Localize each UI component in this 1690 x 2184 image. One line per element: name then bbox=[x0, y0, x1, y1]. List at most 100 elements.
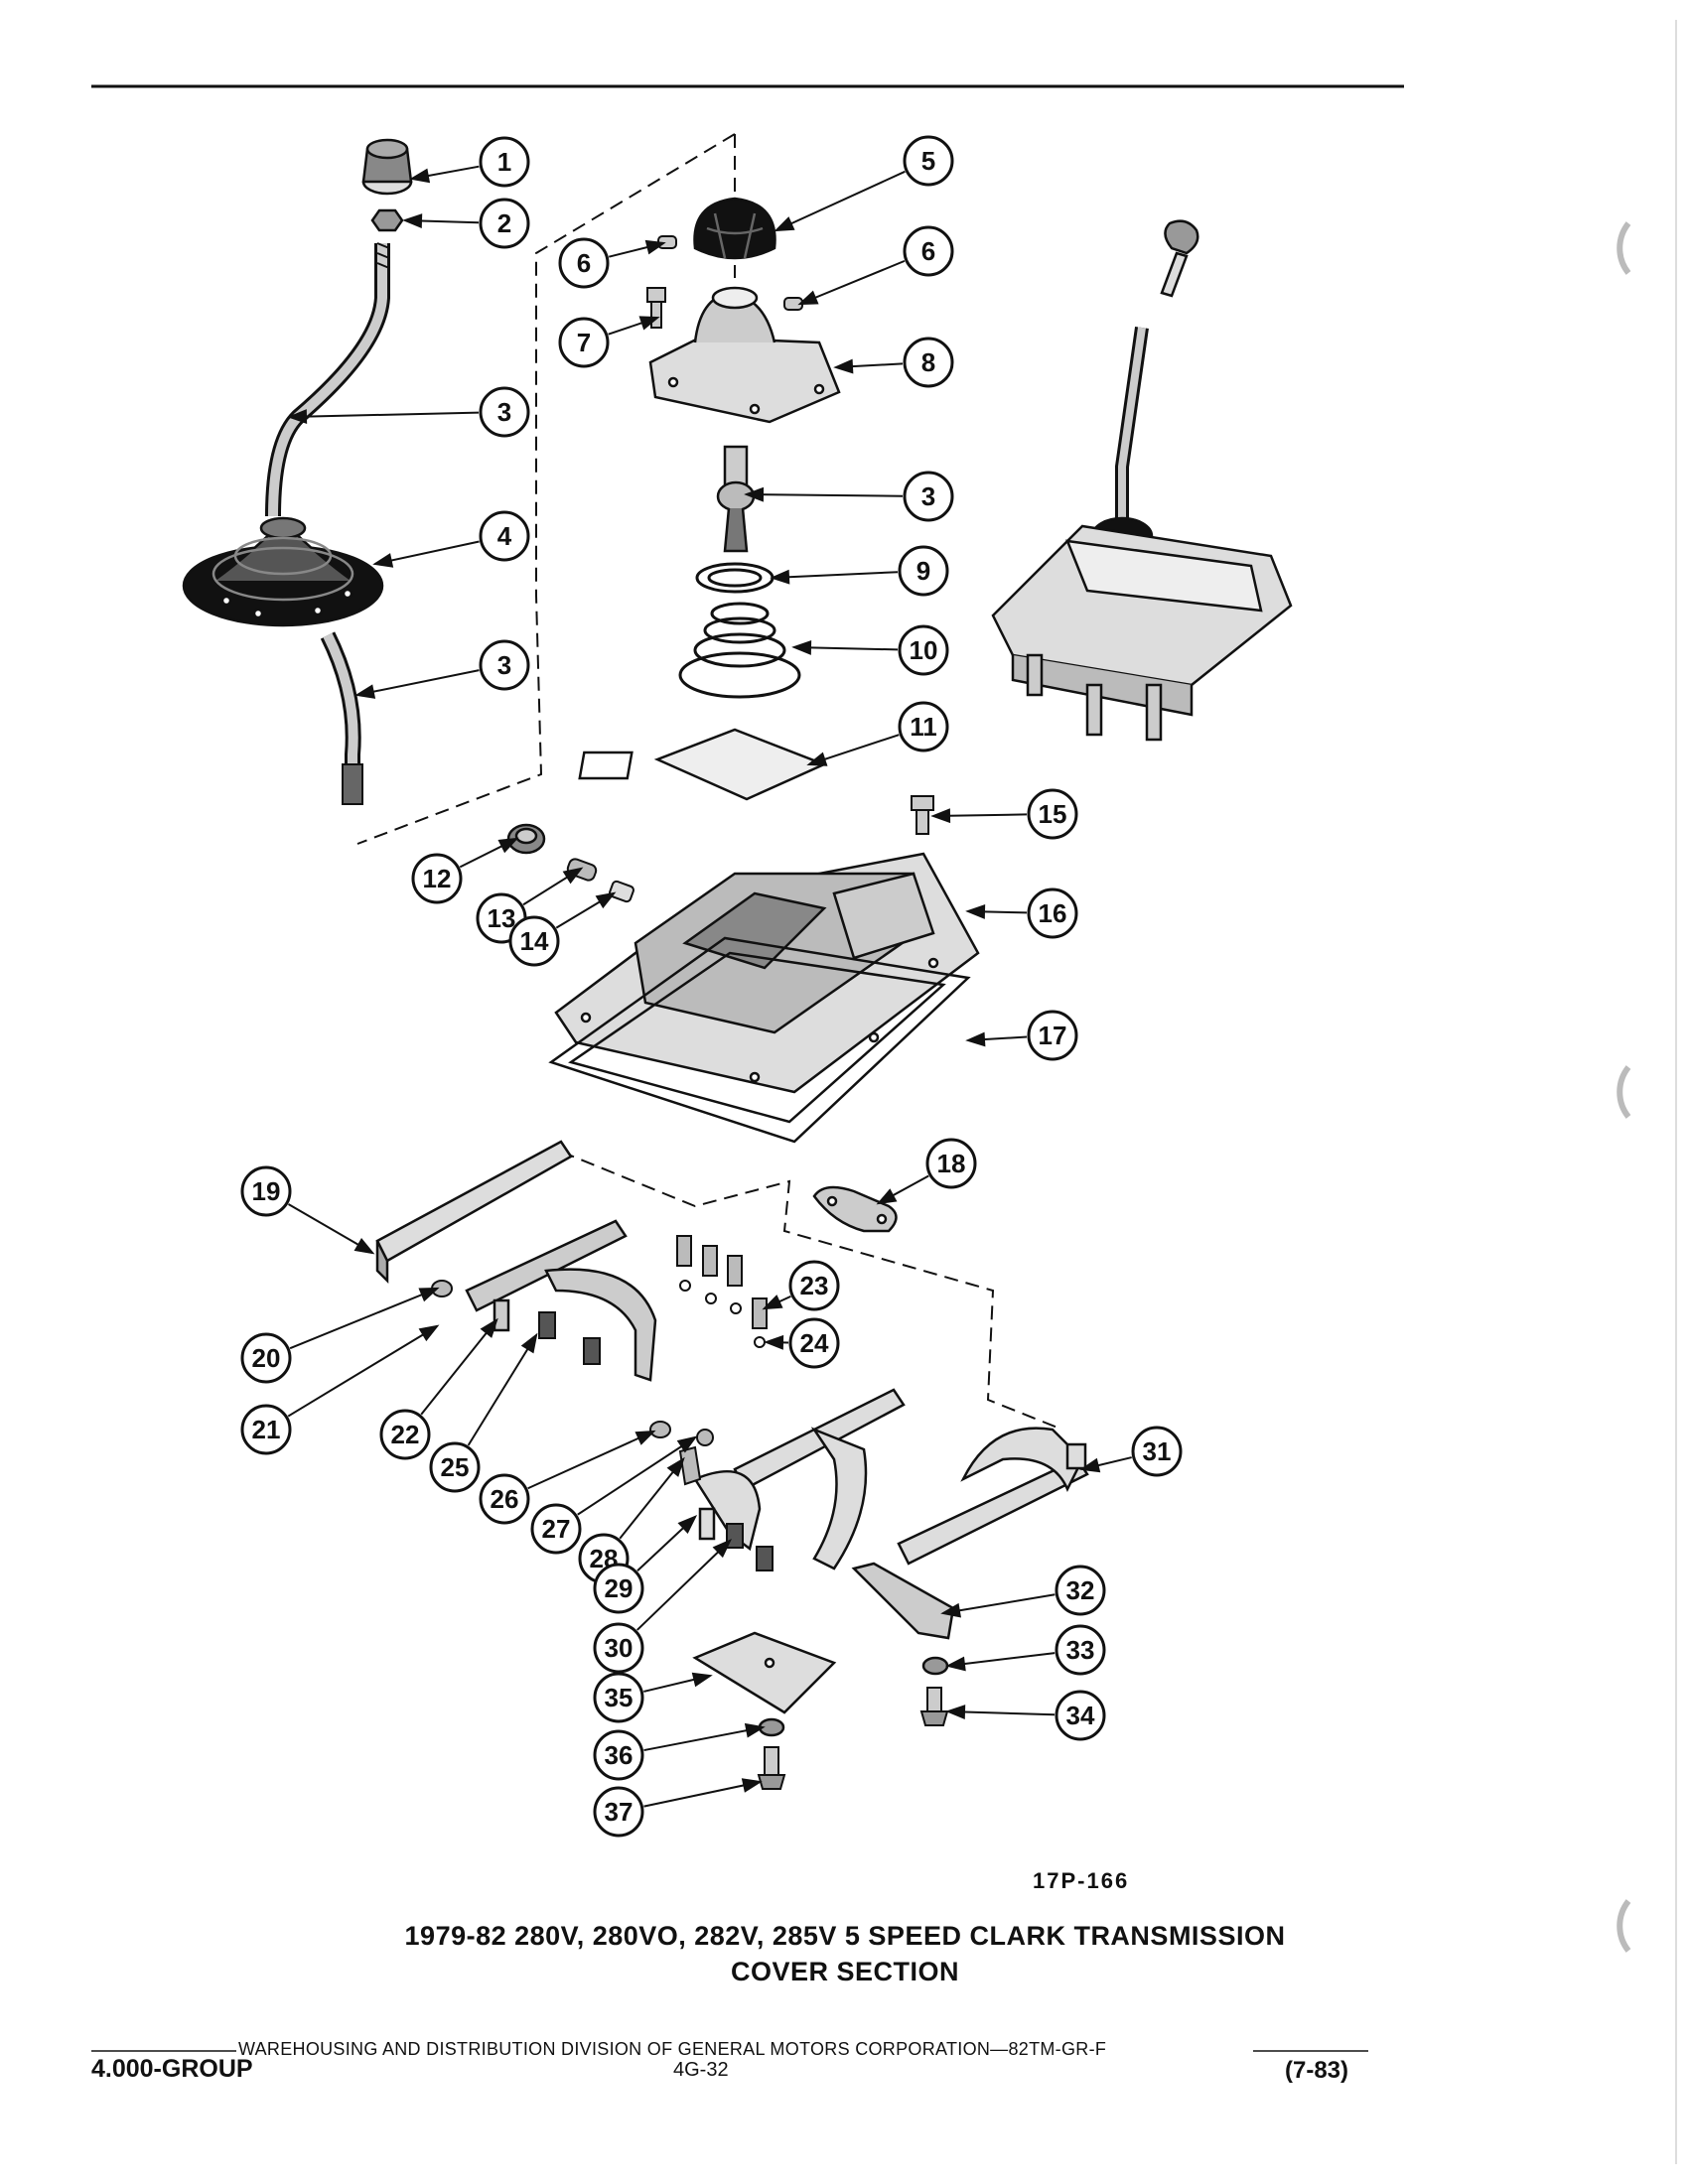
callout-number: 21 bbox=[252, 1415, 281, 1444]
leader-arrowhead bbox=[354, 684, 376, 699]
callout-30: 30 bbox=[593, 1622, 644, 1674]
leader-line bbox=[420, 1319, 497, 1416]
callout-number: 26 bbox=[491, 1484, 519, 1514]
assembled-view-part bbox=[991, 219, 1293, 742]
leader-arrowhead bbox=[833, 358, 854, 374]
binder-holes bbox=[1617, 221, 1631, 1953]
leader-arrowhead bbox=[644, 239, 666, 255]
leader-line bbox=[527, 1431, 654, 1490]
callout-32: 32 bbox=[1055, 1565, 1106, 1616]
callout-circle bbox=[479, 386, 530, 438]
callout-circle bbox=[788, 1317, 840, 1369]
leader-arrowhead bbox=[712, 1539, 733, 1559]
callout-5: 5 bbox=[903, 135, 954, 187]
leader-arrowhead bbox=[965, 903, 986, 919]
shift-lever-lower-part bbox=[320, 631, 363, 805]
callout-circle bbox=[508, 915, 560, 967]
callout-circle bbox=[593, 1672, 644, 1723]
callout-number: 37 bbox=[605, 1797, 634, 1827]
callout-number: 6 bbox=[577, 248, 591, 278]
leader-line bbox=[746, 493, 904, 497]
callout-number: 22 bbox=[391, 1420, 420, 1449]
leader-line bbox=[942, 1593, 1056, 1614]
rubber-boot-part bbox=[182, 516, 384, 627]
callout-21: 21 bbox=[240, 1404, 292, 1455]
leader-arrowhead bbox=[418, 1324, 440, 1342]
bracket-35-part bbox=[692, 1631, 837, 1714]
leader-line bbox=[947, 1710, 1056, 1716]
callout-3: 3 bbox=[479, 386, 530, 438]
leader-line bbox=[577, 1436, 696, 1516]
callout-34: 34 bbox=[1055, 1690, 1106, 1741]
leader-arrowhead bbox=[691, 1672, 713, 1688]
leader-arrowhead bbox=[876, 1188, 898, 1205]
callout-number: 27 bbox=[542, 1514, 571, 1544]
callout-8: 8 bbox=[903, 337, 954, 388]
shift-knob-part bbox=[361, 138, 413, 196]
leader-arrowhead bbox=[676, 1435, 698, 1453]
shift-plate-18-part bbox=[812, 1185, 898, 1233]
leader-arrowhead bbox=[562, 867, 584, 885]
callout-6: 6 bbox=[558, 237, 610, 289]
callout-18: 18 bbox=[925, 1138, 977, 1189]
jam-nut-part bbox=[370, 208, 404, 232]
leader-arrowhead bbox=[497, 837, 519, 854]
callout-17: 17 bbox=[1027, 1010, 1078, 1061]
callout-circle bbox=[558, 237, 610, 289]
callout-9: 9 bbox=[898, 545, 949, 597]
caption-line-1: 1979-82 280V, 280VO, 282V, 285V 5 SPEED … bbox=[404, 1921, 1286, 1951]
callout-circle bbox=[593, 1563, 644, 1614]
callout-circle bbox=[1055, 1624, 1106, 1676]
callout-12: 12 bbox=[411, 853, 463, 904]
callout-circle bbox=[788, 1260, 840, 1311]
callout-31: 31 bbox=[1131, 1426, 1183, 1477]
callout-15: 15 bbox=[1027, 788, 1078, 840]
callout-circle bbox=[925, 1138, 977, 1189]
leader-line bbox=[772, 571, 899, 579]
callout-number: 12 bbox=[423, 864, 452, 893]
leader-arrowhead bbox=[402, 213, 423, 228]
leader-arrowhead bbox=[770, 569, 790, 585]
callout-number: 14 bbox=[520, 926, 549, 956]
leader-arrowhead bbox=[409, 168, 431, 184]
leader-arrowhead bbox=[634, 1430, 656, 1445]
leader-arrowhead bbox=[353, 1238, 375, 1255]
callout-33: 33 bbox=[1055, 1624, 1106, 1676]
callout-circle bbox=[903, 225, 954, 277]
fork-pads-part bbox=[538, 1311, 601, 1365]
callout-circle bbox=[903, 135, 954, 187]
leader-arrowhead bbox=[677, 1515, 698, 1535]
cover-gasket-part bbox=[548, 936, 971, 1144]
callout-circle bbox=[530, 1503, 582, 1555]
callout-19: 19 bbox=[240, 1165, 292, 1217]
leader-line bbox=[289, 1288, 438, 1350]
leader-arrowhead bbox=[287, 409, 308, 425]
leader-arrowhead bbox=[638, 316, 660, 331]
leader-arrowhead bbox=[930, 808, 951, 824]
callout-number: 15 bbox=[1039, 799, 1067, 829]
leader-line bbox=[287, 1325, 438, 1418]
figure-caption: 1979-82 280V, 280VO, 282V, 285V 5 SPEED … bbox=[0, 1918, 1690, 1989]
callout-number: 7 bbox=[577, 328, 591, 357]
callout-number: 11 bbox=[910, 712, 937, 742]
callout-number: 16 bbox=[1039, 898, 1067, 928]
footer-group: 4.000-GROUP bbox=[91, 2055, 253, 2083]
callout-number: 9 bbox=[916, 556, 930, 586]
caption-line-2: COVER SECTION bbox=[730, 1957, 960, 1986]
callout-circle bbox=[593, 1729, 644, 1781]
callout-circle bbox=[1055, 1690, 1106, 1741]
callout-3: 3 bbox=[479, 639, 530, 691]
leader-lines bbox=[287, 165, 1132, 1808]
footer-page-number: 4G-32 bbox=[673, 2059, 729, 2081]
callout-circle bbox=[240, 1332, 292, 1384]
leader-arrowhead bbox=[372, 553, 394, 568]
callout-circle bbox=[898, 701, 949, 752]
leader-arrowhead bbox=[762, 1295, 783, 1310]
callout-number: 24 bbox=[800, 1328, 829, 1358]
leader-arrowhead bbox=[520, 1332, 538, 1354]
detent-plunger-part bbox=[609, 880, 634, 903]
callout-circle bbox=[479, 639, 530, 691]
leader-arrowhead bbox=[480, 1317, 498, 1338]
callout-14: 14 bbox=[508, 915, 560, 967]
